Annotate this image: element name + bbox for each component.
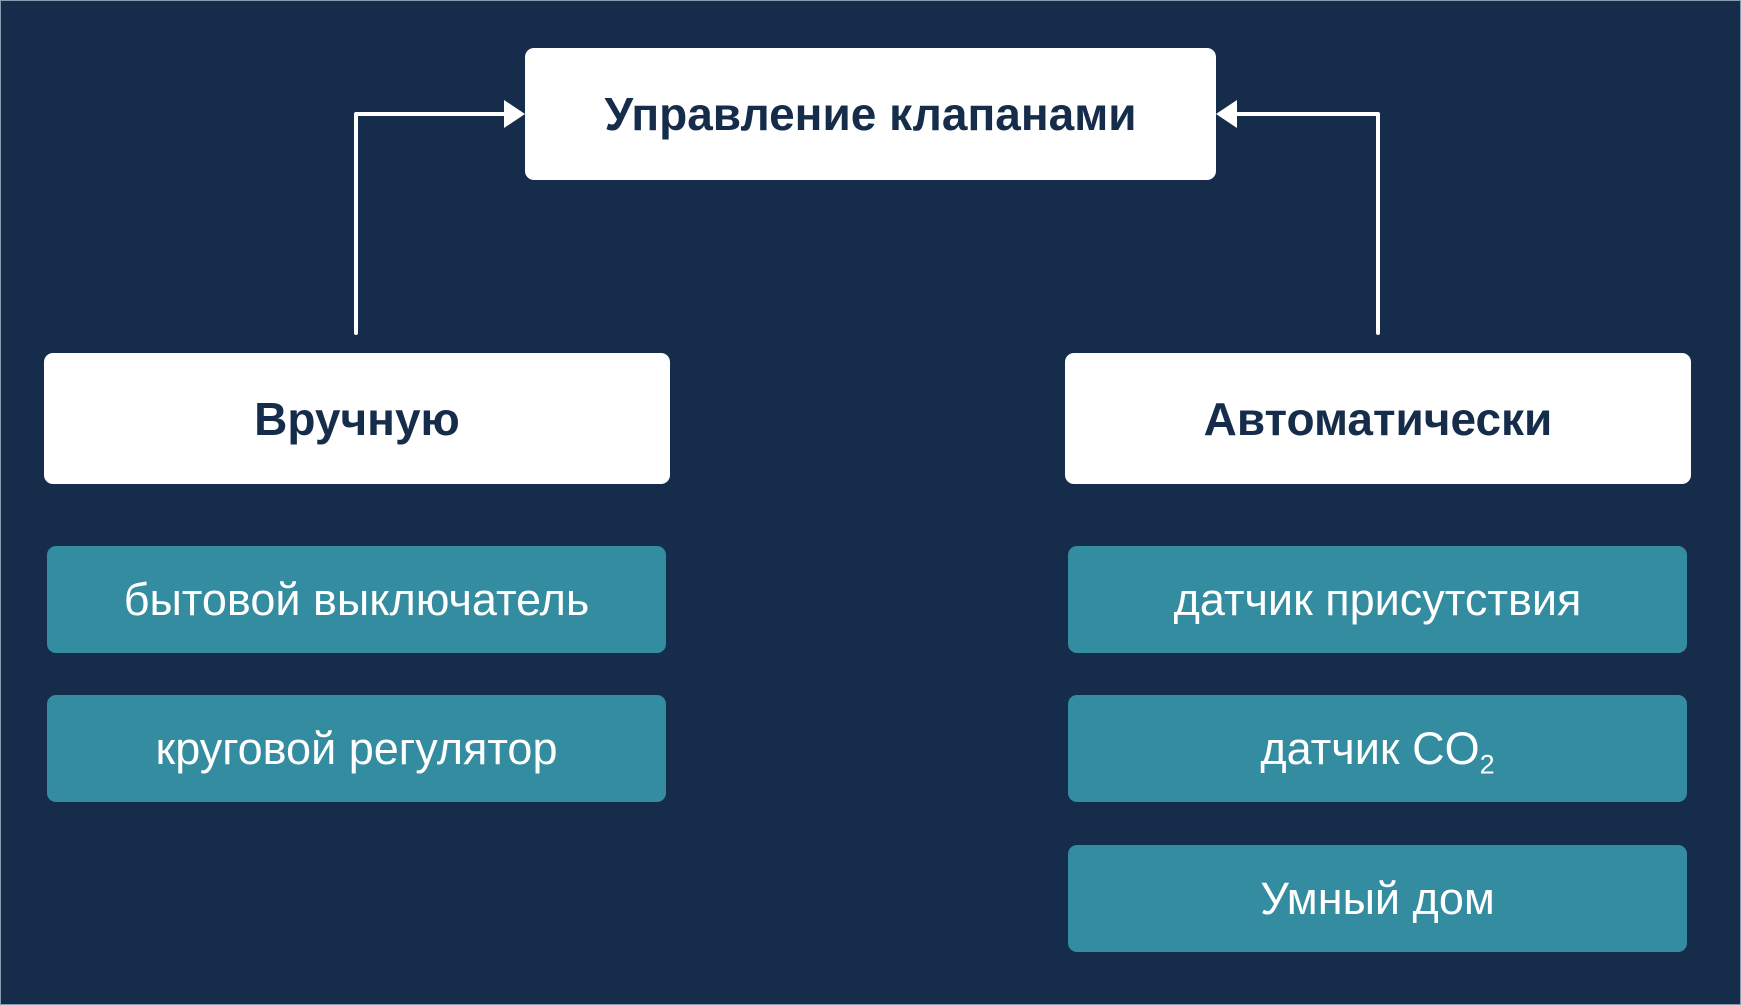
category-manual: Вручную bbox=[44, 353, 670, 484]
item-label-text: датчик CO bbox=[1260, 722, 1480, 774]
arrow-manual-to-root bbox=[354, 100, 525, 335]
item-rotary-regulator: круговой регулятор bbox=[47, 695, 666, 802]
item-label: датчик CO2 bbox=[1260, 722, 1494, 778]
category-automatic-label: Автоматически bbox=[1203, 392, 1553, 445]
arrowhead-icon bbox=[1216, 100, 1237, 128]
item-co2-sensor: датчик CO2 bbox=[1068, 695, 1687, 802]
item-label: датчик присутствия bbox=[1173, 573, 1582, 625]
category-manual-label: Вручную bbox=[254, 392, 460, 445]
root-node: Управление клапанами bbox=[525, 48, 1216, 180]
root-node-label: Управление клапанами bbox=[604, 88, 1137, 140]
category-automatic: Автоматически bbox=[1065, 353, 1691, 484]
item-household-switch: бытовой выключатель bbox=[47, 546, 666, 653]
item-label-subscript: 2 bbox=[1479, 748, 1495, 779]
arrowhead-icon bbox=[504, 100, 525, 128]
arrow-auto-to-root bbox=[1216, 100, 1380, 335]
item-label: Умный дом bbox=[1260, 872, 1495, 924]
item-presence-sensor: датчик присутствия bbox=[1068, 546, 1687, 653]
item-label: бытовой выключатель bbox=[123, 573, 590, 625]
item-label: круговой регулятор bbox=[155, 722, 558, 774]
item-smart-home: Умный дом bbox=[1068, 845, 1687, 952]
